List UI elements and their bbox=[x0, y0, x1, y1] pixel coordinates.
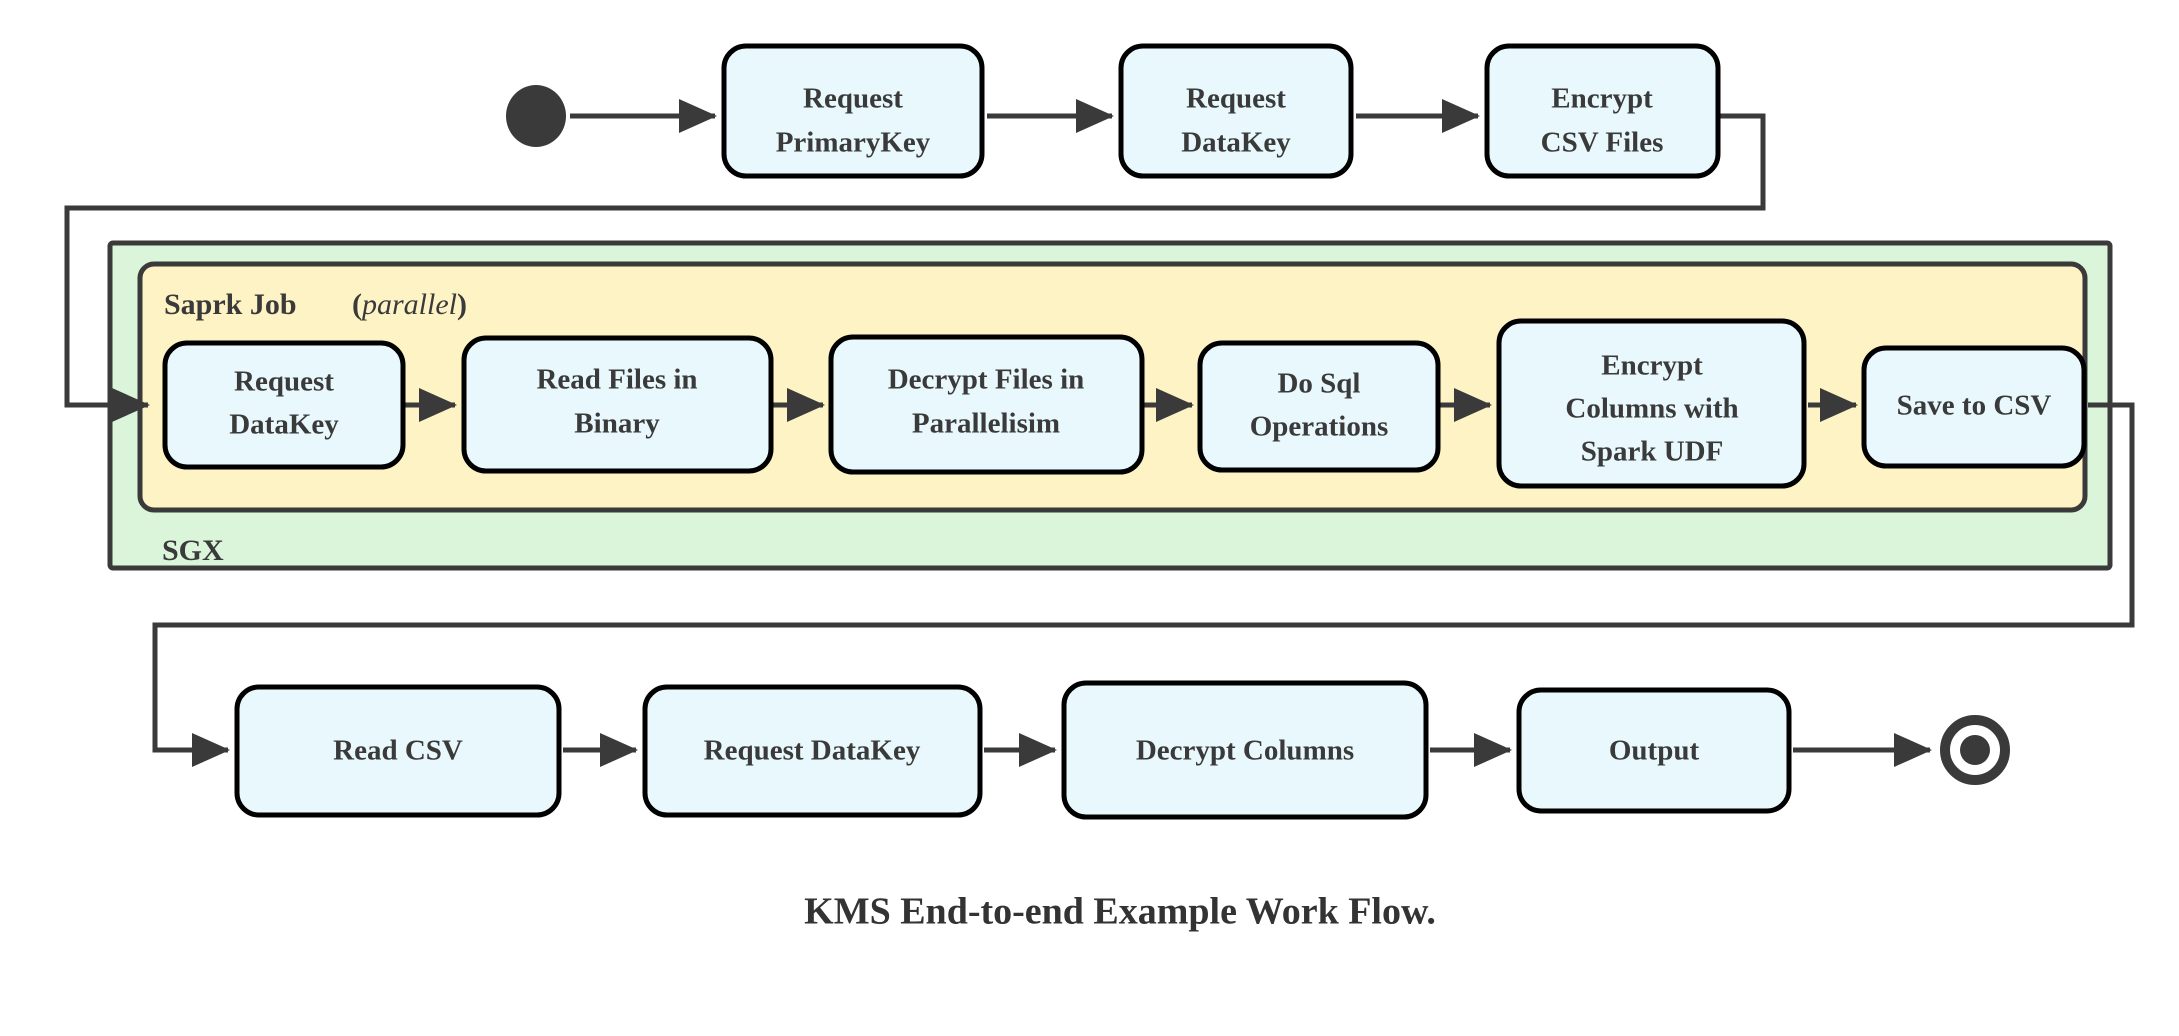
node-request-datakey-bottom-shape[interactable] bbox=[642, 684, 983, 818]
node-read-csv-label: Read CSV bbox=[333, 735, 463, 767]
end-node-core bbox=[1960, 735, 1990, 765]
node-decrypt-columns-label: Decrypt Columns bbox=[1136, 735, 1354, 767]
node-read-files-in-binary-line-1: Read Files in bbox=[536, 364, 697, 396]
node-read-files-in-binary[interactable]: Read Files in Binary bbox=[461, 335, 774, 474]
node-save-to-csv-label: Save to CSV bbox=[1897, 390, 2052, 422]
spark-job-label: Saprk Job bbox=[164, 288, 297, 321]
node-request-datakey-bottom-label: Request DataKey bbox=[704, 735, 921, 767]
node-read-csv[interactable]: Read CSV bbox=[234, 684, 562, 818]
node-request-datakey-spark-line-1: Request bbox=[234, 366, 334, 398]
node-read-files-in-binary-line-2: Binary bbox=[574, 408, 660, 440]
node-do-sql-operations-line-2: Operations bbox=[1250, 411, 1389, 443]
node-decrypt-columns[interactable]: Decrypt Columns bbox=[1061, 680, 1429, 820]
node-do-sql-operations[interactable]: Do Sql Operations bbox=[1197, 340, 1441, 473]
node-encrypt-columns-with-spark-udf[interactable]: Encrypt Columns with Spark UDF bbox=[1496, 318, 1807, 489]
node-request-primarykey[interactable]: Request PrimaryKey bbox=[721, 43, 985, 179]
node-decrypt-files-in-parallelisim-line-1: Decrypt Files in bbox=[888, 364, 1085, 396]
node-request-datakey-top-line-1: Request bbox=[1186, 83, 1286, 115]
node-encrypt-csv-files-line-2: CSV Files bbox=[1541, 127, 1664, 159]
diagram-caption: KMS End-to-end Example Work Flow. bbox=[804, 891, 1436, 933]
node-encrypt-csv-files-shape[interactable] bbox=[1484, 43, 1721, 179]
node-request-primarykey-line-1: Request bbox=[803, 83, 903, 115]
node-decrypt-files-in-parallelisim-line-2: Parallelisim bbox=[912, 408, 1060, 440]
node-request-datakey-spark[interactable]: Request DataKey bbox=[162, 340, 406, 470]
node-save-to-csv[interactable]: Save to CSV bbox=[1861, 345, 2087, 469]
node-decrypt-files-in-parallelisim-shape[interactable] bbox=[828, 334, 1145, 475]
node-output-label: Output bbox=[1609, 735, 1700, 767]
end-node-ring bbox=[1940, 715, 2010, 785]
node-do-sql-operations-shape[interactable] bbox=[1197, 340, 1441, 473]
node-encrypt-csv-files-line-1: Encrypt bbox=[1551, 83, 1653, 115]
node-decrypt-files-in-parallelisim[interactable]: Decrypt Files in Parallelisim bbox=[828, 334, 1145, 475]
node-encrypt-columns-line-2: Columns with bbox=[1565, 393, 1738, 425]
node-decrypt-columns-shape[interactable] bbox=[1061, 680, 1429, 820]
node-request-datakey-top-shape[interactable] bbox=[1118, 43, 1354, 179]
node-request-datakey-spark-shape[interactable] bbox=[162, 340, 406, 470]
edge-encrypt-csv-files-to-spark-request-datakey bbox=[64, 113, 1766, 422]
node-request-primarykey-shape[interactable] bbox=[721, 43, 985, 179]
node-do-sql-operations-line-1: Do Sql bbox=[1277, 368, 1360, 400]
node-output[interactable]: Output bbox=[1516, 687, 1792, 814]
node-encrypt-columns-line-3: Spark UDF bbox=[1581, 436, 1724, 468]
node-output-shape[interactable] bbox=[1516, 687, 1792, 814]
sgx-label: SGX bbox=[162, 534, 224, 567]
spark-job-parallel-annotation: (parallel) bbox=[352, 288, 467, 321]
node-request-datakey-spark-line-2: DataKey bbox=[229, 409, 339, 441]
node-read-files-in-binary-shape[interactable] bbox=[461, 335, 774, 474]
node-encrypt-csv-files[interactable]: Encrypt CSV Files bbox=[1484, 43, 1721, 179]
node-read-csv-shape[interactable] bbox=[234, 684, 562, 818]
node-save-to-csv-shape[interactable] bbox=[1861, 345, 2087, 469]
node-request-datakey-top-line-2: DataKey bbox=[1181, 127, 1291, 159]
edge-save-to-csv-to-read-csv bbox=[152, 402, 2135, 767]
node-encrypt-columns-line-1: Encrypt bbox=[1601, 350, 1703, 382]
node-encrypt-columns-with-spark-udf-shape[interactable] bbox=[1496, 318, 1807, 489]
node-request-datakey-top[interactable]: Request DataKey bbox=[1118, 43, 1354, 179]
node-request-datakey-bottom[interactable]: Request DataKey bbox=[642, 684, 983, 818]
start-node bbox=[506, 85, 566, 147]
node-request-primarykey-line-2: PrimaryKey bbox=[776, 127, 931, 159]
